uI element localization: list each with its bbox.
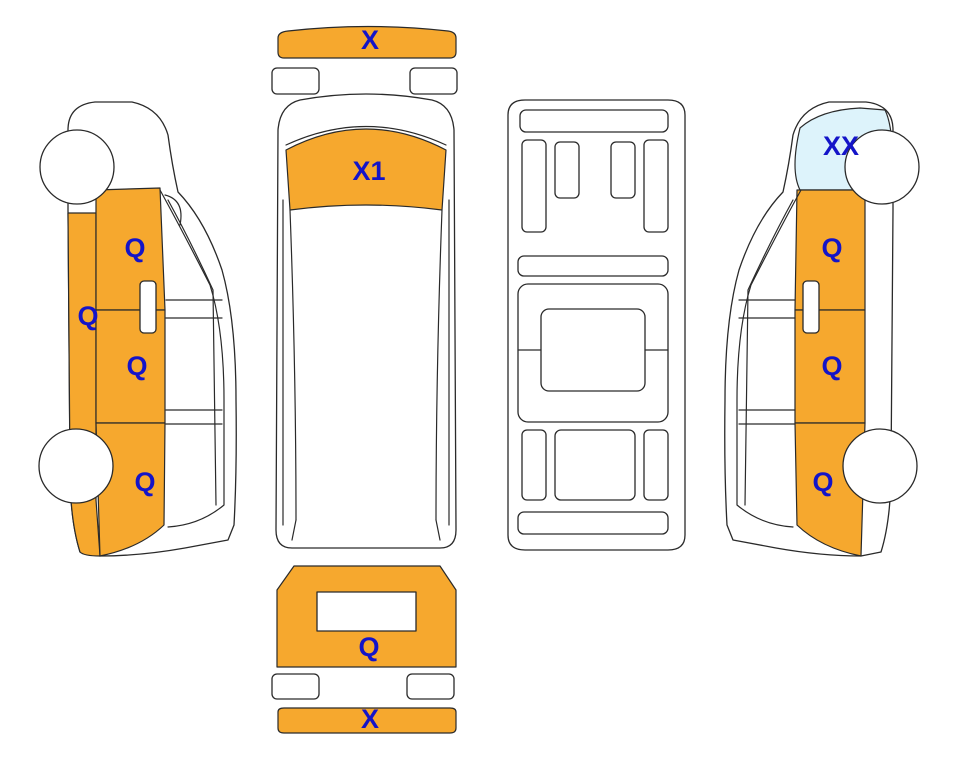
- rear-bumper-damage[interactable]: [277, 707, 457, 734]
- windshield-damage[interactable]: [285, 128, 447, 211]
- left-sill-damage[interactable]: [67, 212, 101, 557]
- left-rear-quarter-damage[interactable]: [95, 422, 166, 557]
- roof-top-view: [275, 93, 457, 549]
- right-sliding-door-label: Q: [821, 351, 842, 381]
- left-front-wheel: [39, 129, 115, 205]
- right-windshield-pillar-label: XX: [823, 131, 859, 161]
- left-rear-quarter-label: Q: [134, 467, 155, 497]
- front-right-headlight: [409, 67, 458, 95]
- left-sliding-door-label: Q: [126, 351, 147, 381]
- roof-outline: [275, 93, 457, 549]
- damage-labels: X X1 Q Q Q Q XX Q Q Q Q X: [77, 25, 859, 734]
- right-front-door-label: Q: [821, 233, 842, 263]
- left-side-view: [38, 101, 237, 557]
- underbody-view: [507, 99, 686, 551]
- front-bumper-damage[interactable]: [277, 25, 457, 59]
- left-rear-wheel: [38, 428, 114, 504]
- right-front-wheel: [844, 129, 920, 205]
- rear-door-label: Q: [358, 632, 379, 662]
- front-bumper-view: [271, 25, 458, 95]
- windshield-label: X1: [352, 156, 385, 186]
- rear-right-taillight: [406, 673, 455, 700]
- right-side-view: [724, 101, 920, 557]
- front-bumper-label: X: [361, 25, 379, 55]
- rear-view: [271, 565, 457, 734]
- rear-left-taillight: [271, 673, 320, 700]
- front-left-headlight: [271, 67, 320, 95]
- rear-bumper-label: X: [361, 704, 379, 734]
- right-rear-wheel: [842, 428, 918, 504]
- rear-window: [316, 591, 417, 632]
- left-front-door-label: Q: [124, 233, 145, 263]
- right-rear-quarter-label: Q: [812, 467, 833, 497]
- left-sill-label: Q: [77, 301, 98, 331]
